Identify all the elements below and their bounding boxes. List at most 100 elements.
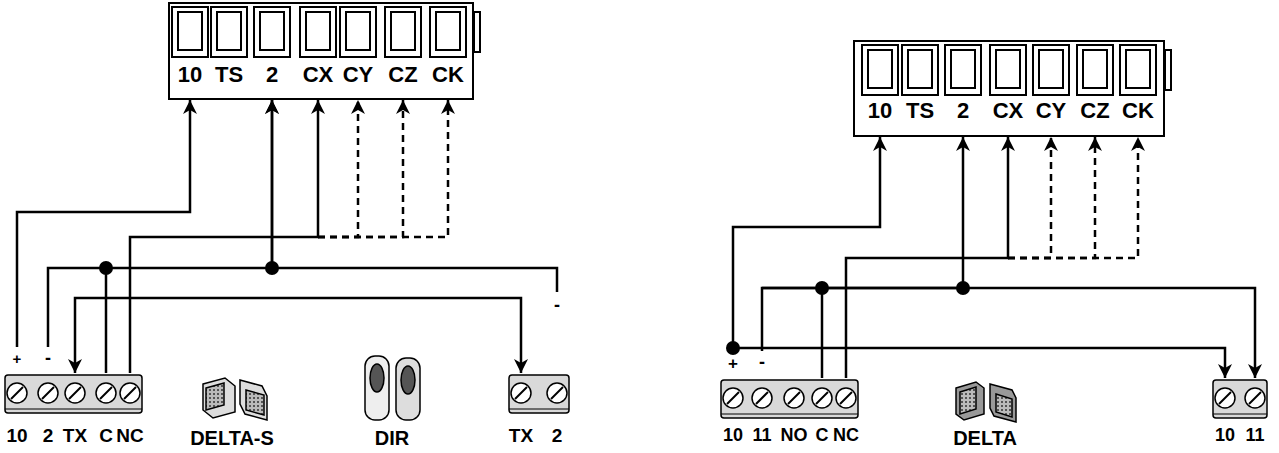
device-name: DIR	[375, 428, 409, 448]
pin-label: CK	[1122, 100, 1154, 122]
screw	[65, 383, 85, 403]
terminal-socket	[1077, 45, 1113, 95]
pin-label: TX	[63, 426, 87, 445]
screw	[752, 388, 772, 408]
pin-label: 11	[1245, 426, 1264, 444]
strip-body	[721, 380, 858, 418]
strip-body	[5, 375, 142, 413]
wire	[762, 288, 1255, 378]
pin-label: CZ	[1080, 100, 1109, 122]
screw	[756, 392, 768, 404]
terminal-socket	[1126, 50, 1150, 88]
terminal-socket	[436, 12, 460, 50]
terminal-socket	[1033, 45, 1069, 95]
terminal-socket	[391, 12, 415, 50]
pin-label: 10	[6, 426, 27, 445]
screw	[42, 387, 54, 399]
optional-wire	[1008, 137, 1138, 258]
strip-body	[721, 414, 858, 415]
screw	[124, 387, 136, 399]
polarity-sign: -	[45, 349, 51, 367]
terminal-socket	[385, 7, 421, 57]
polarity-sign: -	[554, 296, 560, 314]
junction-dot	[99, 261, 970, 355]
screw	[69, 387, 81, 399]
block-tab	[474, 12, 480, 52]
screw	[551, 387, 563, 399]
terminal-socket	[908, 50, 932, 88]
terminal-socket	[340, 7, 376, 57]
strip-body	[1213, 380, 1267, 418]
screw	[1215, 388, 1235, 408]
pin-label: 10	[868, 100, 892, 122]
block-tab	[1165, 50, 1171, 90]
screw	[812, 388, 832, 408]
optional-wire	[318, 100, 403, 237]
pin-label: CZ	[388, 64, 417, 86]
wire	[762, 137, 963, 351]
screw	[38, 383, 58, 403]
screw	[100, 387, 112, 399]
terminal-socket	[260, 12, 284, 50]
pin-label: NC	[116, 426, 143, 445]
terminal-strip	[5, 375, 1267, 418]
screw	[1249, 392, 1261, 404]
terminal-socket	[1083, 50, 1107, 88]
terminal-strip: 1011NOCNC	[716, 378, 860, 451]
terminal-socket	[868, 50, 892, 88]
terminal-socket	[1039, 50, 1063, 88]
pin-label: CY	[1036, 100, 1067, 122]
optional-wire	[318, 100, 358, 237]
screw	[840, 392, 852, 404]
strip-body	[509, 409, 569, 410]
terminal-block: 10TS2CXCYCZCK	[853, 40, 1165, 137]
terminal-socket	[945, 45, 981, 95]
wire	[733, 348, 1225, 378]
terminal-socket	[217, 12, 241, 50]
terminal-socket	[990, 45, 1026, 95]
wire	[846, 137, 1008, 378]
device-name: DELTA-S	[190, 428, 274, 448]
pin-label: 2	[43, 426, 54, 445]
terminal-socket	[172, 7, 208, 57]
photocell-icon	[956, 382, 1016, 422]
terminal-socket	[306, 12, 330, 50]
screw	[816, 392, 828, 404]
terminal-socket	[862, 45, 898, 95]
terminal-block	[172, 7, 1171, 95]
pin-label: 10	[1215, 426, 1235, 444]
pin-label: TS	[906, 100, 934, 122]
terminal-socket	[1120, 45, 1156, 95]
optional-wire	[318, 100, 448, 237]
pin-label: CY	[343, 64, 374, 86]
screw	[511, 383, 531, 403]
polarity-sign: +	[13, 351, 22, 366]
screw	[11, 387, 23, 399]
screw	[1219, 392, 1231, 404]
pin-label: 2	[266, 64, 278, 86]
screw	[784, 388, 804, 408]
terminal-socket	[211, 7, 247, 57]
screw	[1245, 388, 1265, 408]
pin-label: 2	[957, 100, 969, 122]
screw	[836, 388, 856, 408]
wire	[75, 298, 521, 373]
pin-label: C	[99, 426, 113, 445]
device-name: DELTA	[953, 428, 1017, 448]
screw	[515, 387, 527, 399]
strip-body	[1213, 414, 1267, 415]
screw	[723, 388, 743, 408]
terminal-socket	[996, 50, 1020, 88]
pin-label: 11	[752, 426, 771, 444]
terminal-socket	[902, 45, 938, 95]
common-wire	[106, 268, 822, 378]
optional-wire	[1008, 137, 1095, 258]
terminal-socket	[254, 7, 290, 57]
terminal-socket	[346, 12, 370, 50]
pin-label: 10	[723, 426, 743, 444]
photocell-icon	[365, 356, 420, 420]
terminal-strip: 10 2 TX CNC	[5, 373, 145, 451]
screw	[120, 383, 140, 403]
screw	[727, 392, 739, 404]
pin-label: C	[816, 426, 829, 444]
